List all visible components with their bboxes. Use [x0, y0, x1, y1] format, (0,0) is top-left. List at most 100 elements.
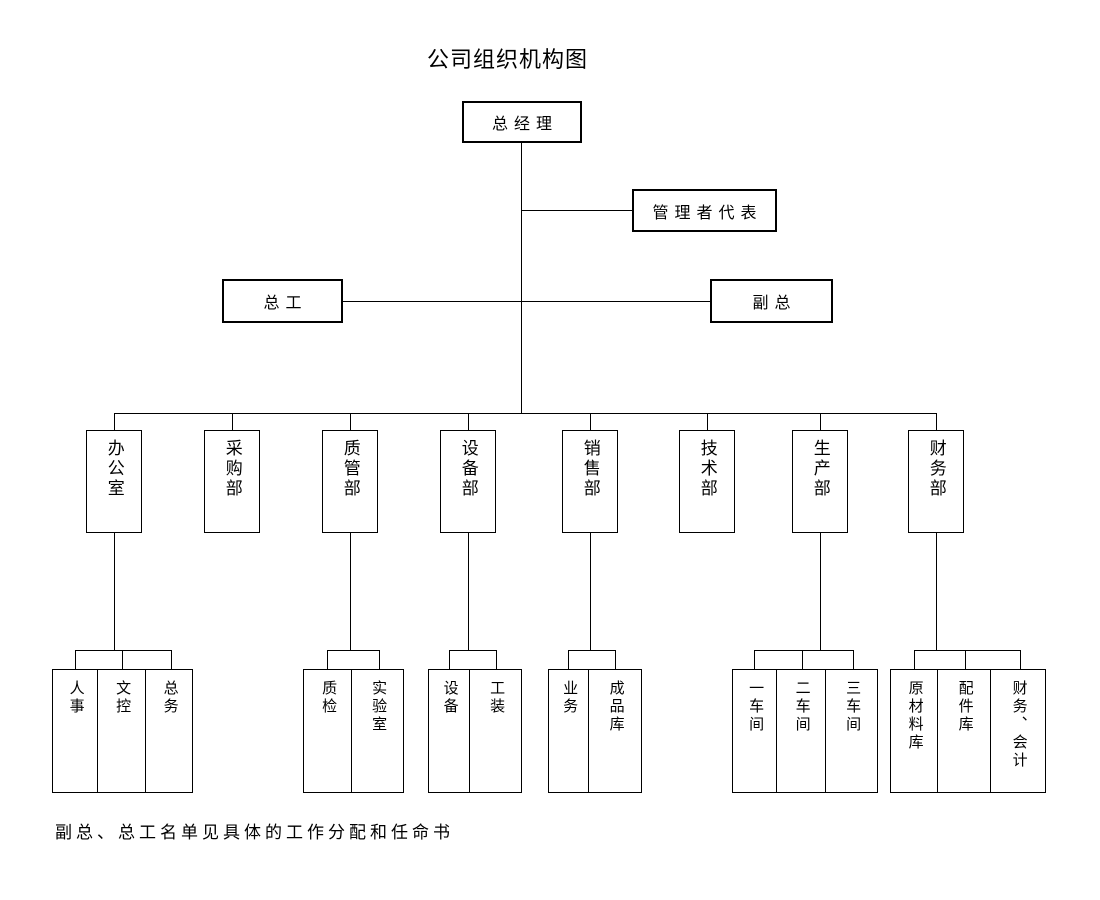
bracket-office — [75, 650, 172, 651]
cell-business-label: 业务 — [561, 680, 578, 716]
dept-office: 办公室 — [86, 430, 142, 533]
cell-general-affairs: 总务 — [145, 669, 193, 793]
dept-sales-label: 销售部 — [580, 439, 600, 499]
connector-stub — [936, 413, 937, 430]
cell-equipment: 设备 — [428, 669, 470, 793]
bracket-stub — [1020, 650, 1021, 669]
group-quality-units: 质检 实验室 — [303, 669, 404, 793]
connector-stub — [707, 413, 708, 430]
dept-equipment-label: 设备部 — [458, 439, 478, 499]
group-finance-units: 原材料库 配件库 财务、会计 — [890, 669, 1046, 793]
cell-raw-material-warehouse-label: 原材料库 — [906, 680, 923, 752]
cell-workshop-2: 二车间 — [776, 669, 826, 793]
node-management-rep: 管理者代表 — [632, 189, 777, 232]
node-general-manager: 总经理 — [462, 101, 582, 143]
connector-chief-deputy — [343, 301, 710, 302]
node-general-manager-label: 总经理 — [491, 116, 558, 133]
cell-workshop-3: 三车间 — [825, 669, 878, 793]
connector-management-rep — [522, 210, 633, 211]
node-deputy-gm-label: 副总 — [752, 295, 797, 312]
connector-trunk — [521, 143, 522, 413]
node-deputy-gm: 副总 — [710, 279, 833, 323]
group-equipment-units: 设备 工装 — [428, 669, 522, 793]
connector-stub — [590, 413, 591, 430]
bracket-stub — [122, 650, 123, 669]
bracket-stub — [496, 650, 497, 669]
bracket-stub — [379, 650, 380, 669]
connector-finance-children — [936, 533, 937, 650]
page-title: 公司组织机构图 — [427, 47, 589, 72]
dept-finance: 财务部 — [908, 430, 964, 533]
cell-quality-inspection-label: 质检 — [320, 680, 337, 716]
group-sales-units: 业务 成品库 — [548, 669, 642, 793]
cell-workshop-1-label: 一车间 — [747, 680, 764, 734]
node-chief-engineer-label: 总工 — [263, 295, 308, 312]
cell-finished-goods-warehouse-label: 成品库 — [607, 680, 624, 734]
cell-parts-warehouse: 配件库 — [937, 669, 991, 793]
cell-tooling-label: 工装 — [488, 680, 505, 716]
connector-office-children — [114, 533, 115, 650]
connector-equipment-children — [468, 533, 469, 650]
dept-production: 生产部 — [792, 430, 848, 533]
cell-business: 业务 — [548, 669, 589, 793]
footnote: 副总、总工名单见具体的工作分配和任命书 — [55, 823, 454, 842]
cell-tooling: 工装 — [469, 669, 522, 793]
dept-finance-label: 财务部 — [926, 439, 946, 499]
bracket-stub — [853, 650, 854, 669]
dept-sales: 销售部 — [562, 430, 618, 533]
node-chief-engineer: 总工 — [222, 279, 343, 323]
dept-technology: 技术部 — [679, 430, 735, 533]
cell-laboratory: 实验室 — [351, 669, 404, 793]
dept-purchasing: 采购部 — [204, 430, 260, 533]
dept-quality-label: 质管部 — [340, 439, 360, 499]
bracket-stub — [171, 650, 172, 669]
connector-sales-children — [590, 533, 591, 650]
cell-laboratory-label: 实验室 — [370, 680, 387, 734]
dept-quality: 质管部 — [322, 430, 378, 533]
connector-stub — [232, 413, 233, 430]
bracket-finance — [914, 650, 1021, 651]
dept-production-label: 生产部 — [810, 439, 830, 499]
dept-technology-label: 技术部 — [697, 439, 717, 499]
cell-quality-inspection: 质检 — [303, 669, 352, 793]
connector-stub — [114, 413, 115, 430]
bracket-stub — [449, 650, 450, 669]
cell-personnel-label: 人事 — [67, 680, 84, 716]
bracket-stub — [327, 650, 328, 669]
connector-quality-children — [350, 533, 351, 650]
bracket-quality — [327, 650, 380, 651]
dept-office-label: 办公室 — [104, 439, 124, 499]
cell-workshop-1: 一车间 — [732, 669, 777, 793]
cell-finished-goods-warehouse: 成品库 — [588, 669, 642, 793]
dept-equipment: 设备部 — [440, 430, 496, 533]
cell-document-control-label: 文控 — [114, 680, 131, 716]
bracket-stub — [75, 650, 76, 669]
bracket-stub — [615, 650, 616, 669]
bracket-stub — [568, 650, 569, 669]
node-management-rep-label: 管理者代表 — [652, 204, 763, 222]
bracket-equipment — [449, 650, 497, 651]
connector-stub — [820, 413, 821, 430]
bracket-stub — [802, 650, 803, 669]
bracket-stub — [965, 650, 966, 669]
connector-production-children — [820, 533, 821, 650]
group-production-units: 一车间 二车间 三车间 — [732, 669, 878, 793]
cell-general-affairs-label: 总务 — [161, 680, 178, 716]
bracket-production — [754, 650, 854, 651]
bracket-stub — [914, 650, 915, 669]
cell-workshop-3-label: 三车间 — [844, 680, 861, 734]
connector-stub — [468, 413, 469, 430]
cell-finance-accounting: 财务、会计 — [990, 669, 1046, 793]
cell-raw-material-warehouse: 原材料库 — [890, 669, 938, 793]
cell-workshop-2-label: 二车间 — [793, 680, 810, 734]
dept-purchasing-label: 采购部 — [222, 439, 242, 499]
cell-equipment-label: 设备 — [441, 680, 458, 716]
bracket-stub — [754, 650, 755, 669]
connector-stub — [350, 413, 351, 430]
cell-finance-accounting-label: 财务、会计 — [1010, 680, 1027, 770]
cell-personnel: 人事 — [52, 669, 98, 793]
connector-distribution — [114, 413, 937, 414]
bracket-sales — [568, 650, 616, 651]
cell-parts-warehouse-label: 配件库 — [956, 680, 973, 734]
